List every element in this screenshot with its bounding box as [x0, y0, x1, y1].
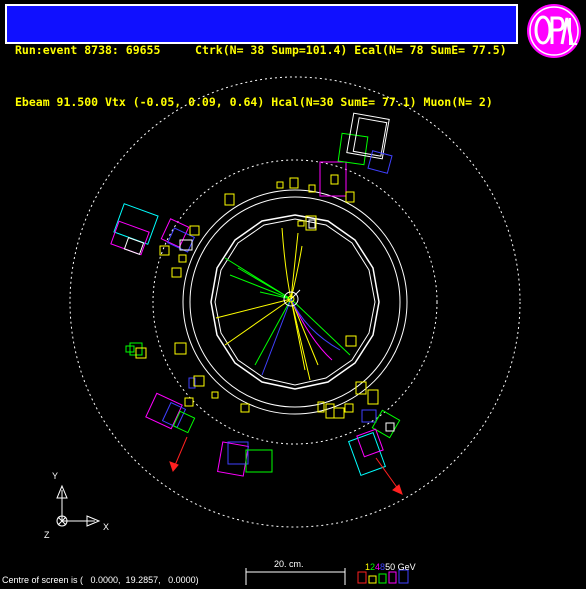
hcal-label: Hcal(N=30 SumE= 77.1): [271, 95, 417, 109]
ecal-label: Ecal(N= 78 SumE= 77.5): [354, 43, 507, 57]
scale-label: 20. cm.: [274, 559, 304, 569]
legend-1: 1: [365, 562, 370, 572]
vertex-inner: [287, 295, 295, 303]
legend-50: 50 GeV: [385, 562, 416, 572]
inner-solid-ring: [189, 196, 401, 408]
energy-legend-boxes: [357, 569, 409, 584]
ebeam-label: Ebeam 91.500 Vtx (-0.05, 0.09, 0.64): [15, 95, 265, 109]
legend-8: 8: [380, 562, 385, 572]
calorimeter-blocks: [110, 112, 401, 477]
tracks: [215, 227, 351, 381]
axis-indicator: [56, 484, 101, 527]
muon-arrows: [169, 436, 403, 495]
centre-of-screen-text: Centre of screen is ( 0.0000, 19.2857, 0…: [2, 575, 199, 585]
energy-legend-label: 124850 GeV: [365, 562, 416, 572]
header-row-2: Ebeam 91.500 Vtx (-0.05, 0.09, 0.64) Hca…: [15, 94, 516, 112]
central-detector-inner: [214, 218, 376, 386]
event-header: Run:event 8738: 69655 Ctrk(N= 38 Sump=10…: [5, 4, 518, 109]
muon-label: Muon(N= 2): [423, 95, 493, 109]
middle-dashed-ring: [152, 159, 438, 445]
opal-logo-icon: [527, 4, 581, 58]
outer-dashed-ring: [69, 76, 521, 528]
header-row-1: Run:event 8738: 69655 Ctrk(N= 38 Sump=10…: [15, 42, 516, 60]
outer-solid-ring: [182, 189, 408, 415]
legend-2: 2: [370, 562, 375, 572]
inner-hits: [297, 215, 317, 231]
vertex-marker: [283, 291, 299, 307]
ctrk-label: Ctrk(N= 38 Sump=101.4): [195, 43, 348, 57]
x-axis-label: X: [103, 522, 109, 532]
z-axis-label: Z: [44, 530, 50, 540]
y-axis-label: Y: [52, 471, 58, 481]
scale-bar: [245, 568, 346, 585]
legend-4: 4: [375, 562, 380, 572]
run-event-label: Run:event 8738: 69655: [15, 43, 161, 57]
central-detector-polygon: [210, 214, 380, 390]
